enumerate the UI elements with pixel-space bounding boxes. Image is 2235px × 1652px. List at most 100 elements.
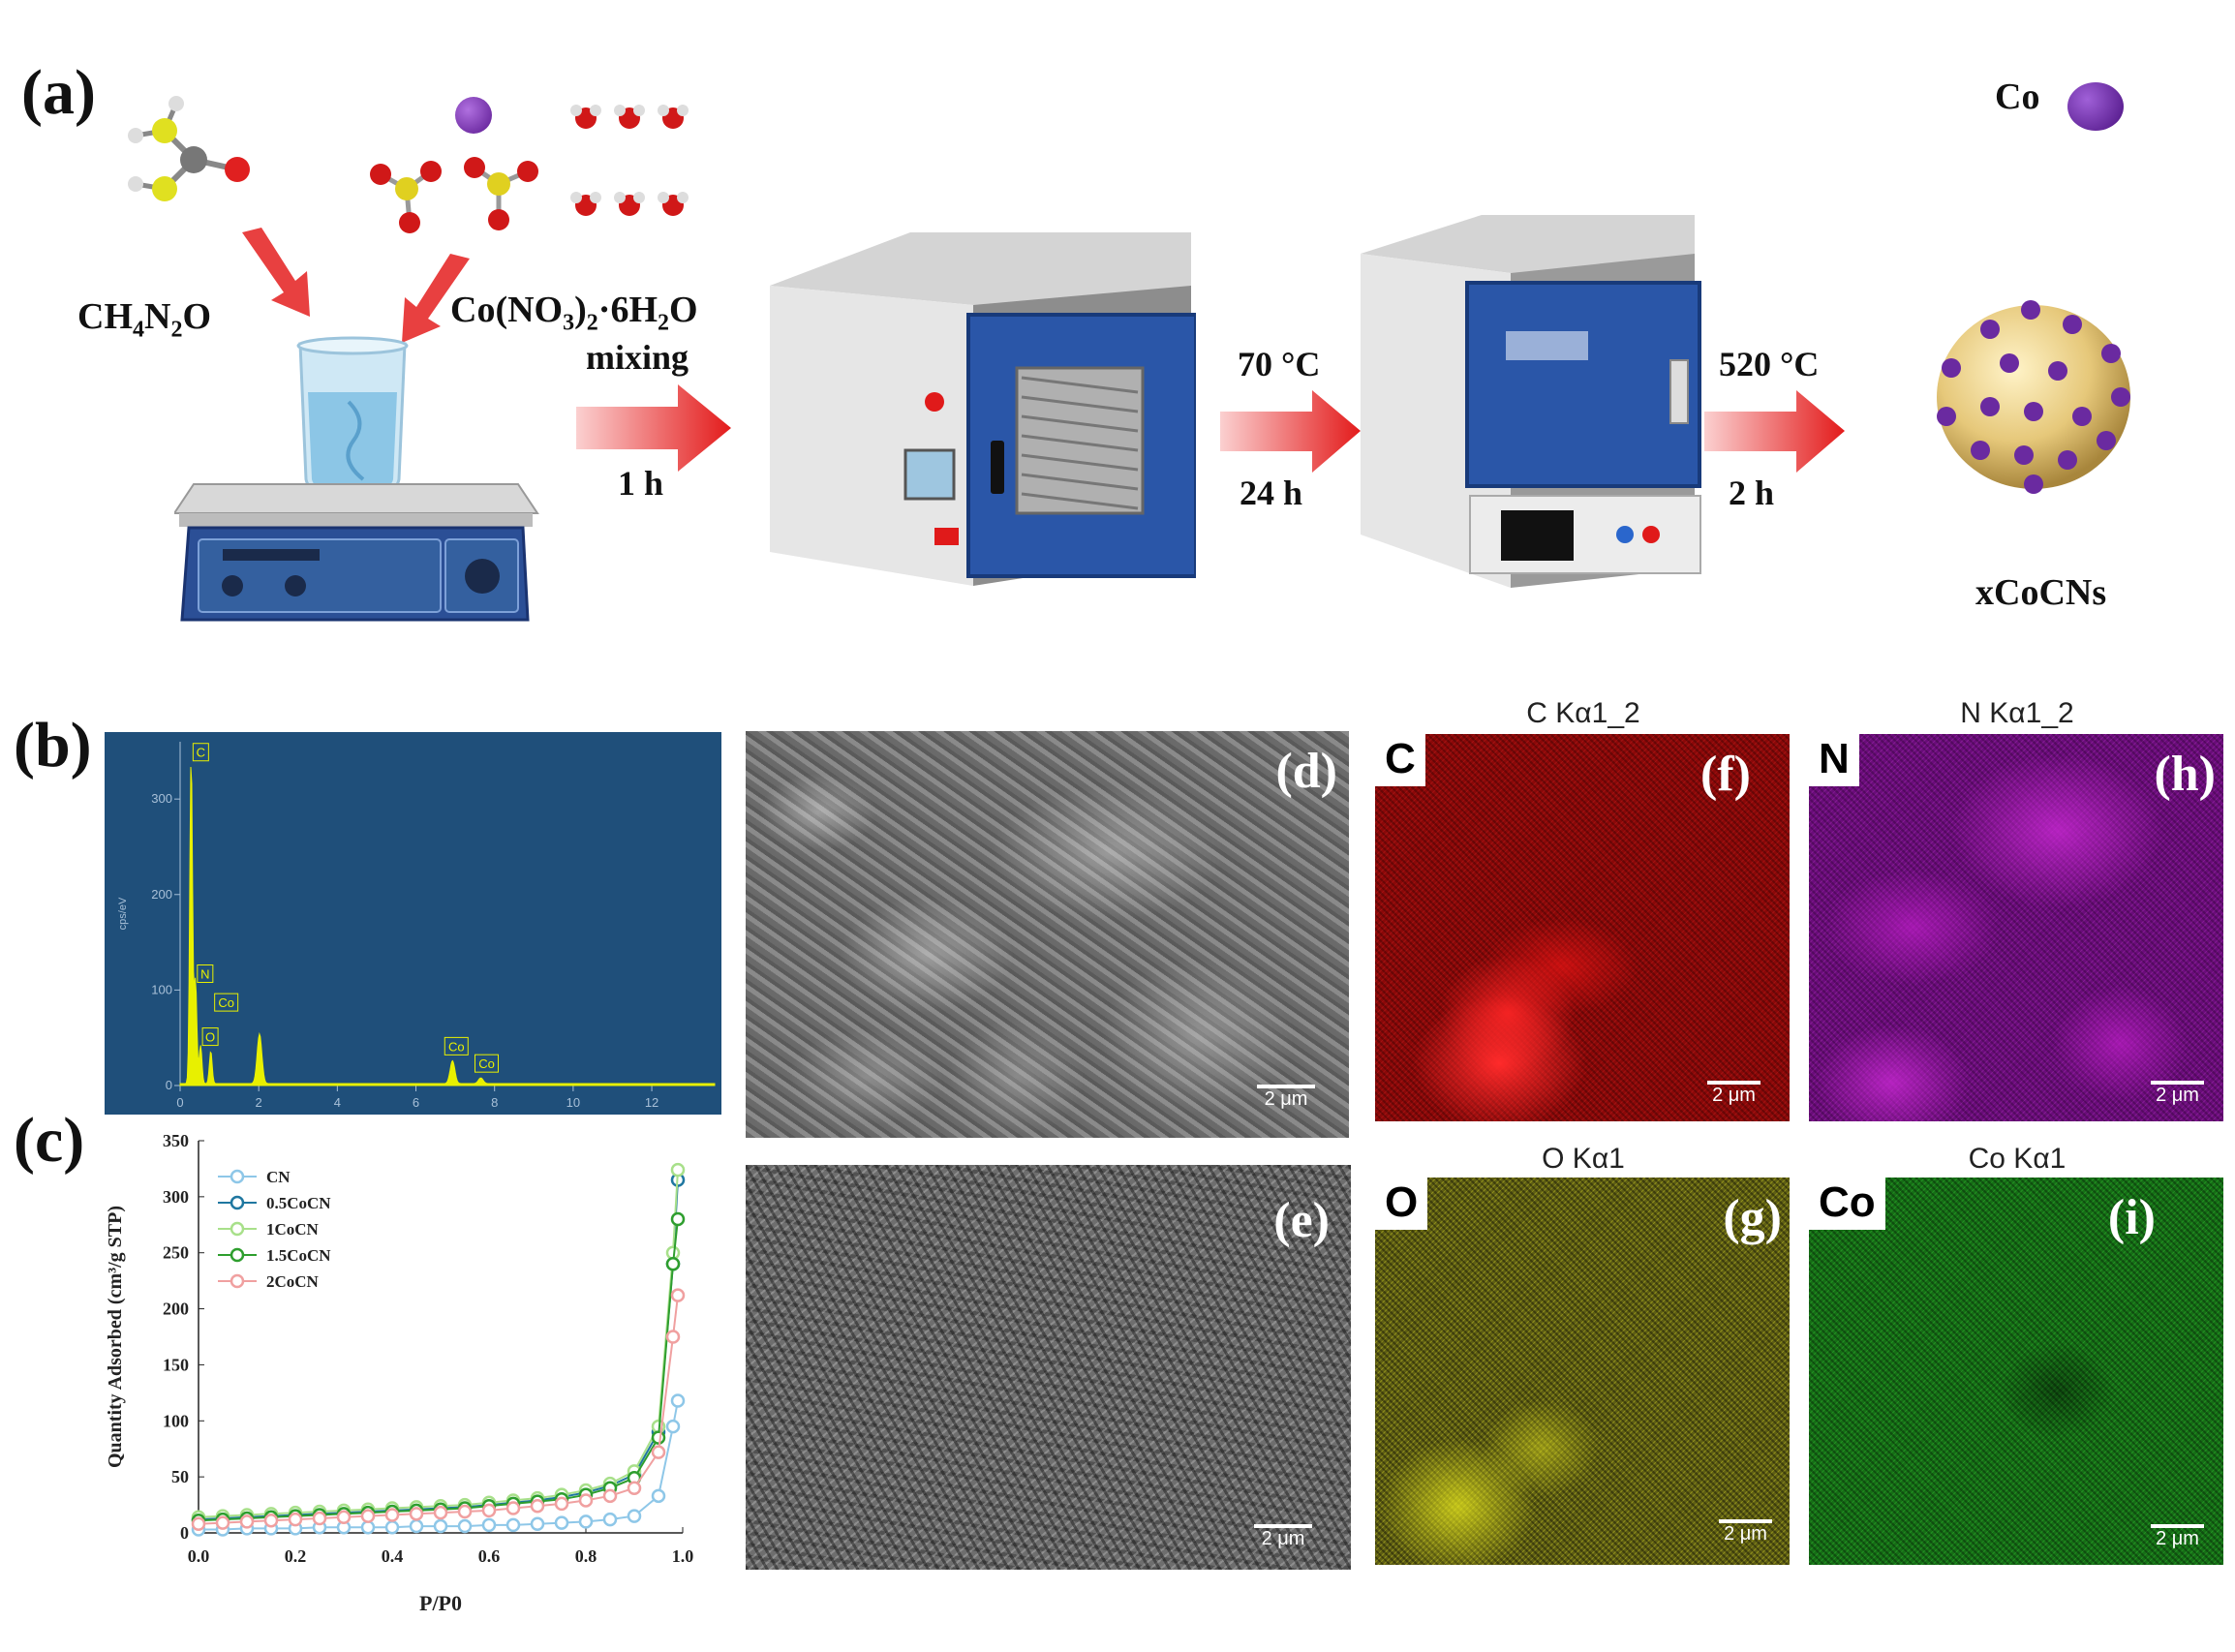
muffle-furnace-icon bbox=[1361, 215, 1701, 588]
legend-marker bbox=[230, 1247, 245, 1263]
eds-peak-label-box bbox=[201, 1027, 219, 1047]
panel-label-d: (d) bbox=[1275, 744, 1337, 799]
co-legend-atom-icon bbox=[2067, 82, 2124, 131]
diagonal-arrow-right-icon bbox=[402, 254, 470, 343]
data-point bbox=[263, 1514, 279, 1528]
map-i-element-tag: Co bbox=[1809, 1178, 1885, 1230]
data-point bbox=[360, 1519, 376, 1535]
panel-label-h: (h) bbox=[2154, 747, 2216, 802]
step1-condition-top: mixing bbox=[586, 338, 689, 377]
scale-bar-i: 2 μm bbox=[2151, 1524, 2204, 1550]
eds-y-tick-label: 300 bbox=[151, 791, 172, 806]
y-tick-label: 0 bbox=[180, 1523, 189, 1543]
y-tick-label: 50 bbox=[171, 1467, 189, 1486]
map-g-title: O Kα1 bbox=[1542, 1143, 1625, 1175]
scale-bar-h-label: 2 μm bbox=[2156, 1085, 2199, 1106]
scale-bar-e: 2 μm bbox=[1254, 1524, 1312, 1550]
cocn-product-sphere-icon bbox=[1937, 300, 2130, 494]
panel-label-e: (e) bbox=[1273, 1193, 1330, 1248]
data-point bbox=[554, 1496, 569, 1512]
cobalt-ion-icon bbox=[455, 97, 492, 134]
drying-oven-icon bbox=[770, 232, 1196, 586]
eds-y-label: cps/eV bbox=[117, 897, 129, 930]
eds-peak-label: C bbox=[197, 746, 205, 760]
eds-background bbox=[105, 732, 721, 1115]
data-point bbox=[215, 1515, 230, 1530]
eds-peak-label-box bbox=[197, 964, 214, 983]
y-tick-label: 250 bbox=[163, 1243, 189, 1263]
legend-label: 2CoCN bbox=[266, 1272, 320, 1291]
x-tick-label: 1.0 bbox=[672, 1546, 694, 1566]
x-tick-label: 0.4 bbox=[382, 1546, 404, 1566]
legend-marker bbox=[230, 1221, 245, 1237]
panel-label-f: (f) bbox=[1700, 747, 1751, 802]
data-point bbox=[602, 1512, 618, 1527]
data-point bbox=[670, 1393, 686, 1408]
data-point bbox=[239, 1514, 255, 1529]
data-point bbox=[288, 1512, 303, 1527]
data-point bbox=[651, 1488, 666, 1504]
x-tick-label: 0.6 bbox=[478, 1546, 501, 1566]
legend-label: 1.5CoCN bbox=[266, 1246, 331, 1265]
eds-x-tick-label: 12 bbox=[645, 1095, 658, 1110]
scale-bar-f: 2 μm bbox=[1707, 1081, 1760, 1107]
legend-marker bbox=[230, 1195, 245, 1210]
magnetic-stirrer-icon bbox=[174, 336, 539, 622]
eds-map-co: Co (i) 2 μm bbox=[1809, 1178, 2223, 1565]
scale-bar-e-label: 2 μm bbox=[1261, 1528, 1305, 1549]
product-label: xCoCNs bbox=[1975, 572, 2107, 613]
data-point bbox=[578, 1514, 594, 1529]
step1-arrow-icon bbox=[576, 384, 731, 472]
data-point bbox=[481, 1517, 497, 1533]
eds-peak-label: Co bbox=[218, 995, 234, 1010]
data-point bbox=[336, 1510, 352, 1525]
data-point bbox=[665, 1330, 681, 1344]
step1-condition-bottom: 1 h bbox=[618, 464, 664, 503]
x-tick-label: 0.0 bbox=[188, 1546, 210, 1566]
sem-image-e: (e) 2 μm bbox=[746, 1165, 1351, 1570]
legend-marker bbox=[230, 1273, 245, 1289]
data-point bbox=[433, 1518, 448, 1534]
water-molecules-icon bbox=[570, 105, 689, 216]
data-point bbox=[627, 1481, 642, 1495]
map-f-element-tag: C bbox=[1375, 734, 1425, 786]
map-h-title: N Kα1_2 bbox=[1960, 697, 2074, 729]
data-point bbox=[665, 1257, 681, 1271]
series-line bbox=[198, 1170, 679, 1518]
step2-arrow-icon bbox=[1220, 390, 1361, 473]
sem-image-d: (d) 2 μm bbox=[746, 731, 1349, 1138]
data-point bbox=[360, 1509, 376, 1523]
step3-condition-bottom: 2 h bbox=[1729, 474, 1775, 512]
scale-bar-d: 2 μm bbox=[1257, 1085, 1315, 1111]
eds-x-tick-label: 2 bbox=[256, 1095, 262, 1110]
y-tick-label: 300 bbox=[163, 1187, 189, 1207]
eds-peak-label-box bbox=[192, 743, 209, 762]
urea-formula-label: CH4N2O bbox=[77, 296, 212, 343]
y-tick-label: 350 bbox=[163, 1131, 189, 1150]
eds-y-tick-label: 0 bbox=[166, 1078, 172, 1092]
data-point bbox=[457, 1504, 473, 1519]
data-point bbox=[457, 1518, 473, 1534]
panel-label-a: (a) bbox=[21, 57, 96, 128]
y-tick-label: 200 bbox=[163, 1300, 189, 1319]
data-point bbox=[312, 1511, 327, 1526]
eds-peak-label-box bbox=[444, 1036, 469, 1055]
data-point bbox=[384, 1519, 400, 1535]
diagonal-arrow-left-icon bbox=[242, 228, 310, 317]
legend-label: CN bbox=[266, 1168, 291, 1186]
y-axis-label: Quantity Adsorbed (cm³/g STP) bbox=[105, 1206, 126, 1468]
series-line bbox=[199, 1400, 679, 1531]
data-point bbox=[651, 1445, 666, 1459]
scale-bar-i-label: 2 μm bbox=[2156, 1528, 2199, 1549]
data-point bbox=[505, 1501, 521, 1515]
data-point bbox=[670, 1162, 686, 1178]
panel-label-i: (i) bbox=[2107, 1190, 2156, 1245]
data-point bbox=[627, 1509, 642, 1523]
eds-peak-label-box bbox=[214, 993, 239, 1012]
x-axis-label: P/P0 bbox=[419, 1591, 462, 1615]
eds-y-tick-label: 100 bbox=[151, 982, 172, 996]
scale-bar-d-label: 2 μm bbox=[1264, 1088, 1308, 1110]
scale-bar-g: 2 μm bbox=[1719, 1519, 1772, 1545]
scale-bar-h: 2 μm bbox=[2151, 1081, 2204, 1107]
